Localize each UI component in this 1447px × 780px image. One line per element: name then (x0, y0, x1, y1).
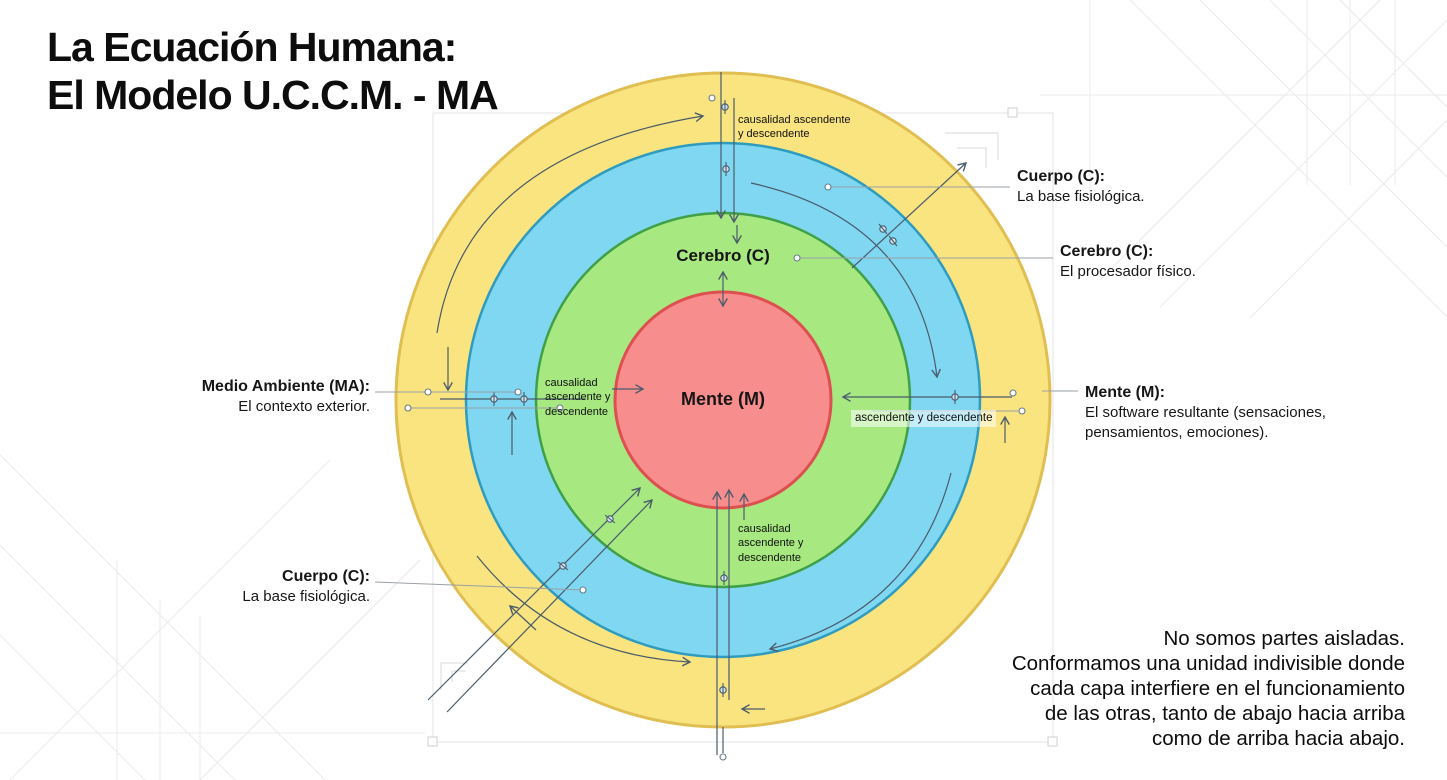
callout-cuerpo-left: Cuerpo (C): La base fisiológica. (242, 567, 370, 607)
annotation-causality-left: causalidad ascendente y descendente (545, 377, 611, 418)
annotation-causality-top: causalidad ascendente y descendente (738, 114, 851, 141)
callout-title: Cuerpo (C): (1017, 168, 1105, 185)
callout-title: Medio Ambiente (MA): (201, 378, 370, 395)
selection-handle[interactable] (1007, 107, 1018, 118)
callout-medio-ambiente-left: Medio Ambiente (MA): El contexto exterio… (202, 377, 370, 417)
callout-cuerpo-right: Cuerpo (C): La base fisiológica. (1017, 167, 1145, 207)
node-pin-icons (490, 100, 959, 697)
callout-title: Mente (M): (1085, 384, 1165, 401)
ring-label-mente: Mente (M) (681, 389, 765, 409)
selection-handle[interactable] (1047, 736, 1058, 747)
causality-arrows (427, 72, 1012, 755)
callout-title: Cuerpo (C): (282, 568, 370, 585)
summary-paragraph: No somos partes aisladas. Conformamos un… (1011, 627, 1405, 750)
page-title: La Ecuación Humana: El Modelo U.C.C.M. -… (47, 24, 499, 118)
annotation-causality-bottom: causalidad ascendente y descendente (738, 523, 804, 564)
annotation-causality-right: ascendente y descendente (851, 410, 997, 427)
selection-handle[interactable] (427, 736, 438, 747)
callout-cerebro-right: Cerebro (C): El procesador físico. (1060, 242, 1196, 282)
callout-desc: El software resultante (sensaciones, pen… (1085, 404, 1326, 441)
callout-desc: El procesador físico. (1060, 263, 1196, 281)
leader-endpoint-dots (404, 94, 1026, 761)
callout-title: Cerebro (C): (1060, 243, 1154, 260)
callout-desc: El contexto exterior. (238, 398, 370, 416)
callout-desc: La base fisiológica. (1017, 188, 1145, 206)
ring-label-cerebro: Cerebro (C) (676, 246, 770, 265)
callout-desc: La base fisiológica. (242, 588, 370, 606)
callout-mente-right: Mente (M): El software resultante (sensa… (1085, 383, 1326, 442)
